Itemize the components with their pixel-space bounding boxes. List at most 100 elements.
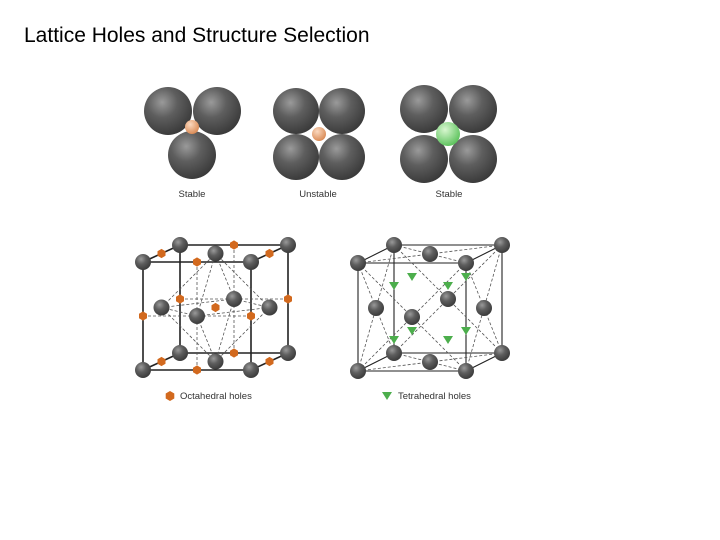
guide-line	[411, 316, 467, 372]
guide-line	[161, 253, 216, 308]
octahedral-hole-marker	[247, 311, 255, 321]
guide-line	[429, 244, 503, 255]
legend-tetrahedral: Tetrahedral holes	[382, 391, 471, 402]
octahedral-hole-marker	[265, 356, 274, 367]
lattice-atom	[135, 254, 151, 270]
lattice-atom	[243, 362, 259, 378]
tetrahedral-hole-marker	[407, 273, 417, 281]
guide-line	[357, 316, 413, 372]
octahedral-hole-marker	[211, 302, 220, 313]
tetrahedral-hole-marker	[443, 282, 453, 290]
guide-line	[465, 262, 485, 309]
lattice-atom	[476, 300, 492, 316]
panel-label-unstable: Unstable	[299, 189, 337, 200]
atom-sphere	[449, 135, 497, 183]
panel-label-stable-left: Stable	[179, 189, 206, 200]
atom-sphere	[319, 88, 365, 134]
octahedral-hole-marker	[157, 356, 166, 367]
atom-sphere	[449, 85, 497, 133]
lattice-atom	[350, 363, 366, 379]
lattice-atom	[280, 345, 296, 361]
guide-line	[465, 307, 485, 372]
lattice-atom	[386, 237, 402, 253]
guide-line	[196, 253, 216, 317]
guide-line	[411, 262, 467, 318]
tetrahedral-hole-marker	[389, 336, 399, 344]
octahedral-hole-marker	[157, 248, 166, 259]
lattice-atom	[189, 308, 205, 324]
legend-tetrahedral-label: Tetrahedral holes	[398, 391, 471, 402]
tetrahedral-hole-marker	[461, 327, 471, 335]
slide-title: Lattice Holes and Structure Selection	[24, 24, 370, 47]
atom-sphere	[144, 87, 192, 135]
guide-line	[357, 253, 431, 264]
atom-sphere	[319, 134, 365, 180]
large-ion	[436, 122, 460, 146]
lattice-atom	[243, 254, 259, 270]
lattice-atom	[153, 299, 170, 316]
guide-line	[196, 315, 216, 362]
guide-line	[447, 298, 503, 354]
guide-line	[357, 262, 413, 318]
lattice-atom	[494, 345, 510, 361]
small-ion	[312, 127, 326, 141]
guide-line	[215, 253, 270, 308]
atom-sphere	[273, 134, 319, 180]
guide-line	[357, 361, 431, 372]
atom-sphere	[193, 87, 241, 135]
panel-unstable: Unstable	[273, 88, 365, 200]
guide-line	[357, 262, 377, 309]
lattice-atom	[494, 237, 510, 253]
octahedral-hole-marker	[139, 311, 147, 321]
small-ion	[185, 120, 199, 134]
lattice-atom	[135, 362, 151, 378]
lattice-atom	[440, 291, 456, 307]
guide-line	[161, 307, 216, 362]
guide-line	[393, 298, 449, 354]
guide-line	[393, 244, 449, 300]
octahedral-hole-marker	[230, 240, 238, 250]
lattice-atom	[458, 363, 474, 379]
panel-stable-right: Stable	[400, 85, 497, 200]
guide-line	[196, 307, 270, 317]
lattice-atom	[207, 245, 224, 262]
guide-line	[215, 307, 270, 362]
tetrahedral-hole-marker	[461, 273, 471, 281]
octahedral-hole-marker	[230, 348, 238, 358]
legend-octahedral: Octahedral holes	[165, 391, 252, 402]
octahedral-hole-marker	[193, 365, 201, 375]
atom-sphere	[273, 88, 319, 134]
legend-octahedral-label: Octahedral holes	[180, 391, 252, 402]
guide-line	[375, 307, 395, 354]
tetrahedral-hole-marker	[443, 336, 453, 344]
lattice-atom	[458, 255, 474, 271]
guide-line	[483, 307, 503, 354]
octahedral-hole-marker	[193, 257, 201, 267]
lattice-atom	[368, 300, 384, 316]
guide-line	[429, 352, 503, 363]
lattice-atom	[172, 345, 188, 361]
guide-line	[215, 253, 235, 300]
tetrahedral-hole-marker-icon	[382, 392, 392, 400]
lattice-atom	[386, 345, 402, 361]
guide-line	[483, 244, 503, 309]
tetrahedral-hole-marker	[407, 327, 417, 335]
atom-sphere	[400, 135, 448, 183]
lattice-atom	[261, 299, 278, 316]
lattice-atom	[172, 237, 188, 253]
octahedral-hole-marker	[284, 294, 292, 304]
guide-line	[357, 307, 377, 372]
atom-sphere	[168, 131, 216, 179]
octahedral-holes-cube	[135, 237, 296, 378]
lattice-atom	[422, 354, 438, 370]
tetrahedral-hole-marker	[389, 282, 399, 290]
lattice-atom	[404, 309, 420, 325]
guide-line	[375, 244, 395, 309]
lattice-atom	[422, 246, 438, 262]
guide-line	[215, 298, 235, 362]
panel-stable-left: Stable	[144, 87, 241, 200]
lattice-atom	[350, 255, 366, 271]
lattice-atom	[207, 353, 224, 370]
tetrahedral-holes-cube	[350, 237, 510, 379]
